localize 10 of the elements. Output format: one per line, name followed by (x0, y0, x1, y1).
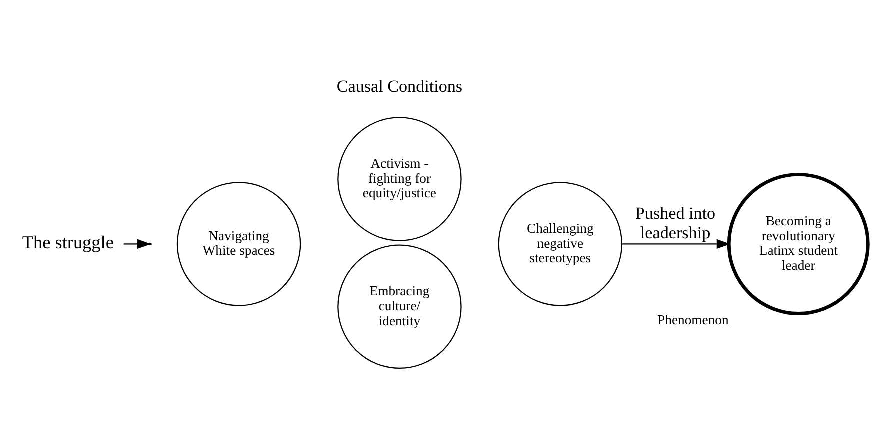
arrow (124, 238, 152, 248)
node-circle: Challenging negative stereotypes (498, 182, 623, 306)
node-circle: Activism - fighting for equity/justice (338, 116, 462, 241)
label: Causal Conditions (336, 76, 463, 96)
edge-label: Pushed into leadership (635, 204, 716, 242)
node-circle: Becoming a revolutionary Latinx student leader (727, 172, 870, 315)
node-text: The struggle (22, 232, 114, 252)
node-circle: Navigating White spaces (176, 182, 302, 306)
node-circle: Embracing culture/ identity (338, 244, 462, 368)
node-label: Phenomenon (658, 312, 729, 328)
